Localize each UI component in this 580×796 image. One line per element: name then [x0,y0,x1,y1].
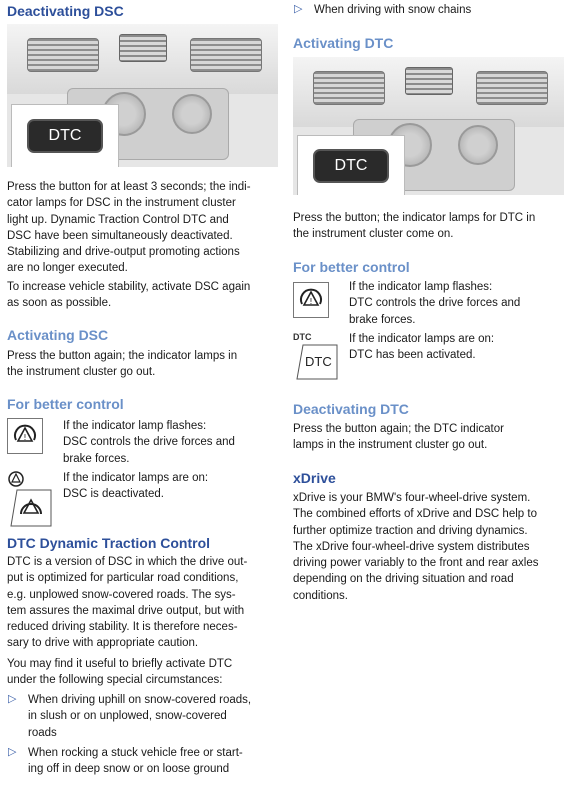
activating-dtc-heading: Activating DTC [293,35,394,51]
dtc-button-image: DTC [27,119,103,153]
dsc-warning-icon: ! [7,418,43,459]
dashboard-photo-dtc: DTC [293,57,564,195]
dtc-heading: DTC Dynamic Traction Control [7,535,211,551]
dtc-flash-text: If the indicator lamp flashes: DTC contr… [349,281,521,326]
dtc-on-text: If the indicator lamps are on: DTC has b… [349,333,495,362]
activating-dtc-text: Press the button; the indicator lamps fo… [293,212,536,241]
dsc-flash-text: If the indicator lamp flashes: DSC contr… [63,420,235,465]
better-control-heading-dsc: For better control [7,396,124,412]
dsc-off-boxed-icon [7,488,53,533]
dtc-description: DTC is a version of DSC in which the dri… [7,556,248,650]
xdrive-text: xDrive is your BMW's four-wheel-drive sy… [293,492,539,602]
svg-text:!: ! [309,297,312,306]
bullet-arrow-icon: ▷ [294,3,303,15]
deactivating-dtc-heading: Deactivating DTC [293,401,409,417]
dsc-on-text: If the indicator lamps are on: DSC is de… [63,472,209,501]
dtc-button-image: DTC [313,149,389,183]
stability-text: To increase vehicle stability, activate … [7,281,251,310]
dsc-off-small-icon [7,470,25,493]
bullet-arrow-icon: ▷ [8,746,17,758]
deactivating-dsc-heading: Deactivating DSC [7,3,124,19]
bullet-item-uphill: When driving uphill on snow-covered road… [28,694,252,739]
dtc-small-label: DTC [293,332,312,342]
useful-text: You may find it useful to briefly activa… [7,658,233,687]
activating-dsc-heading: Activating DSC [7,327,109,343]
bullet-item-snow-chains: When driving with snow chains [314,4,472,16]
bullet-arrow-icon: ▷ [8,693,17,705]
better-control-heading-dtc: For better control [293,259,410,275]
activating-dsc-text: Press the button again; the indicator la… [7,350,238,379]
dashboard-photo-dsc: DTC [7,24,278,167]
dtc-warning-icon: ! [293,282,329,323]
deactivating-dsc-text: Press the button for at least 3 seconds;… [7,181,251,275]
svg-text:!: ! [23,433,26,442]
dtc-indicator-icon: DTC [293,343,339,386]
bullet-item-rocking: When rocking a stuck vehicle free or sta… [28,747,243,776]
dtc-indicator-label: DTC [305,354,332,369]
xdrive-heading: xDrive [293,470,336,486]
deactivating-dtc-text: Press the button again; the DTC indicato… [293,423,504,452]
